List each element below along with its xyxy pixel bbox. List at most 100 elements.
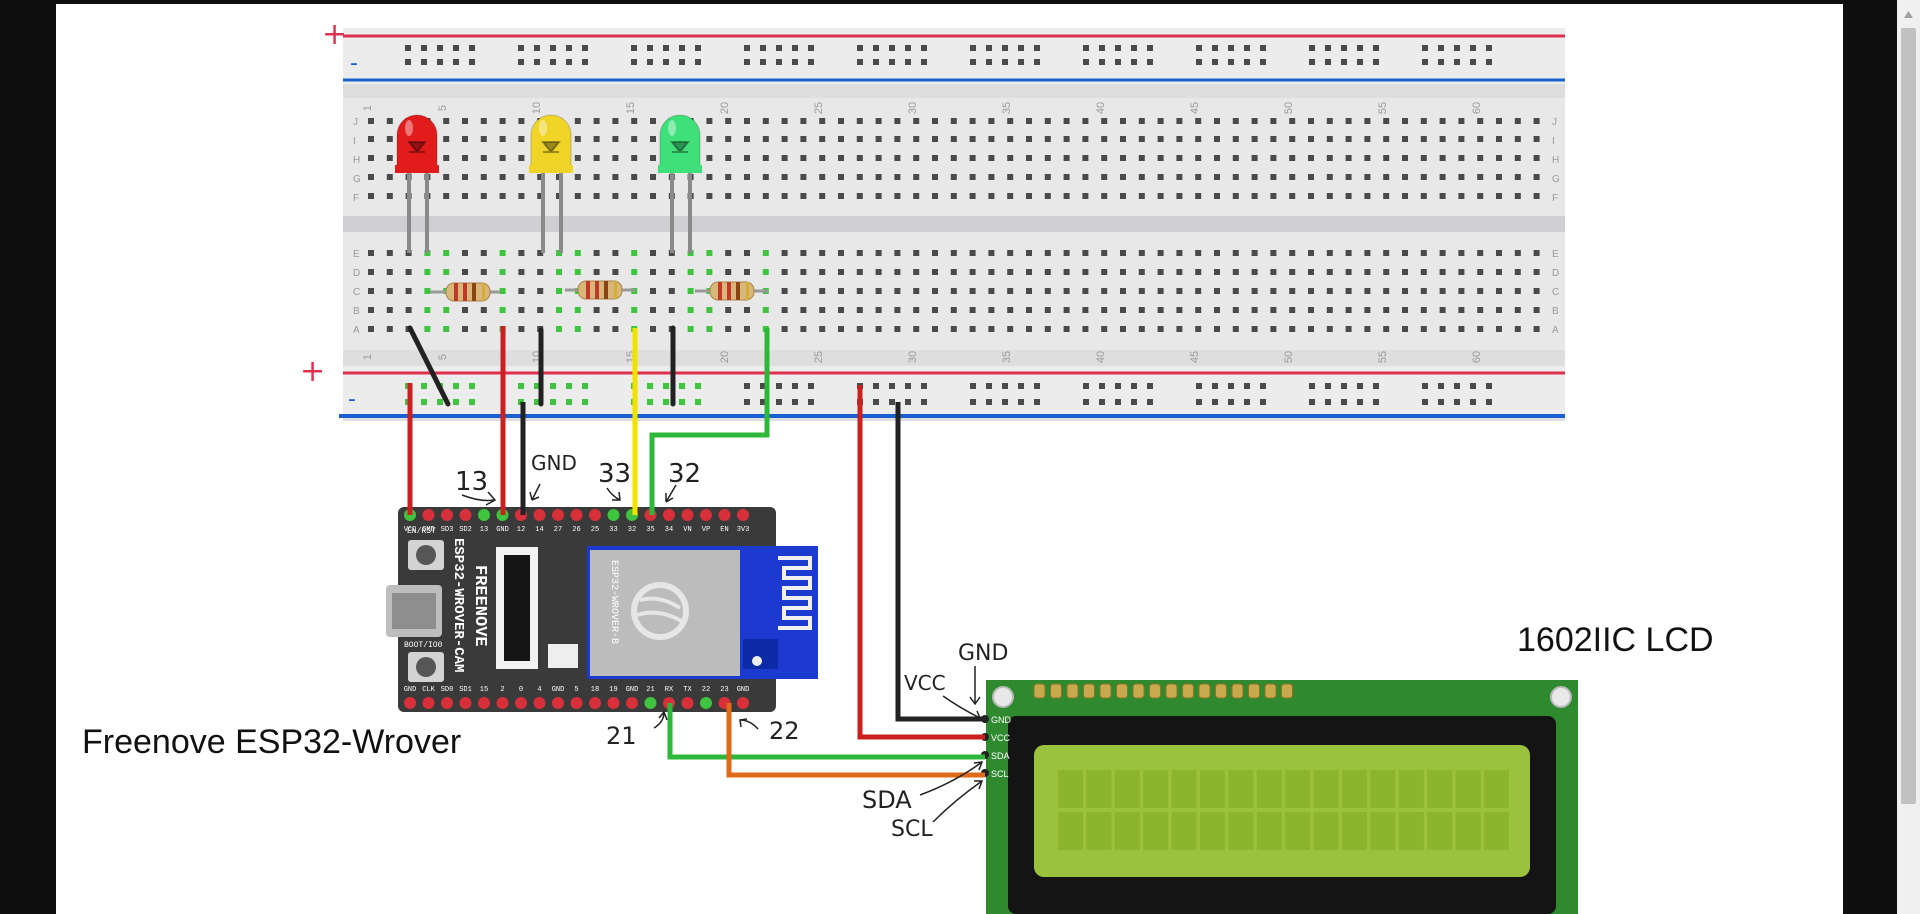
breadboard-hole — [687, 326, 694, 332]
breadboard-hole — [1195, 118, 1202, 124]
breadboard-hole — [462, 193, 468, 199]
breadboard-hole — [1345, 326, 1352, 332]
row-letter: J — [353, 117, 358, 128]
breadboard-hole — [574, 118, 581, 124]
esp32-pin-label: SD2 — [459, 526, 472, 534]
breadboard-hole — [386, 136, 393, 142]
power-rail-hole — [1486, 383, 1492, 389]
power-rail-hole — [1454, 45, 1460, 51]
column-number: 30 — [907, 102, 919, 114]
breadboard-hole — [1420, 136, 1427, 142]
breadboard-hole — [744, 136, 750, 142]
scroll-up-icon[interactable] — [1904, 11, 1913, 18]
breadboard-hole — [1063, 326, 1070, 332]
breadboard-hole — [1289, 269, 1296, 275]
breadboard-hole — [1270, 174, 1277, 180]
power-rail-hole — [1083, 399, 1089, 405]
breadboard-hole — [1138, 155, 1145, 161]
lcd-cell — [1171, 812, 1197, 850]
breadboard-hole — [1364, 155, 1371, 161]
row-letter: G — [1552, 174, 1560, 185]
esp32-pin-label: 32 — [628, 526, 636, 534]
breadboard-hole — [838, 193, 844, 199]
antenna-trace-icon — [778, 556, 812, 630]
breadboard-hole — [499, 174, 506, 180]
breadboard-hole — [1533, 307, 1540, 313]
breadboard-hole — [480, 250, 487, 256]
power-rail-hole — [518, 59, 524, 65]
power-rail-hole — [453, 45, 459, 51]
breadboard-hole — [1383, 269, 1390, 275]
mount-hole-icon — [992, 686, 1014, 708]
breadboard-hole — [1044, 326, 1051, 332]
breadboard-hole — [1214, 155, 1220, 161]
esp32-pin-label: 12 — [517, 526, 525, 534]
breadboard-hole — [800, 269, 807, 275]
breadboard-hole — [1195, 193, 1202, 199]
column-number: 45 — [1189, 351, 1201, 363]
breadboard-hole — [875, 288, 882, 294]
breadboard-hole — [650, 155, 656, 161]
power-rail-hole — [970, 383, 976, 389]
wire-green-pin32 — [649, 328, 770, 515]
breadboard-hole — [932, 174, 938, 180]
column-number: 10 — [531, 102, 543, 114]
power-rail-hole — [1228, 45, 1234, 51]
breadboard-hole — [443, 155, 450, 161]
breadboard-hole — [1082, 326, 1089, 332]
breadboard-hole — [612, 326, 619, 332]
breadboard-hole — [1157, 250, 1164, 256]
breadboard-hole — [1289, 250, 1296, 256]
breadboard-hole — [1044, 250, 1051, 256]
power-rail-hole — [1115, 399, 1121, 405]
breadboard-hole — [574, 155, 581, 161]
breadboard-hole — [1120, 326, 1126, 332]
wire-black-lcd-gnd — [895, 402, 985, 722]
breadboard-hole — [1082, 136, 1089, 142]
scrollbar-thumb[interactable] — [1901, 28, 1916, 804]
power-rail-hole — [1034, 45, 1040, 51]
breadboard-hole — [650, 250, 656, 256]
breadboard-hole — [443, 250, 450, 256]
breadboard-center-channel — [343, 216, 1565, 232]
power-rail-hole — [1212, 59, 1218, 65]
lcd-cell — [1370, 770, 1396, 808]
breadboard-hole — [650, 136, 656, 142]
breadboard-hole — [1477, 118, 1484, 124]
breadboard-hole — [800, 307, 807, 313]
breadboard-hole — [1101, 193, 1108, 199]
breadboard-hole — [1120, 288, 1126, 294]
breadboard-hole — [1514, 136, 1521, 142]
breadboard-hole — [1138, 118, 1145, 124]
breadboard-hole — [1251, 174, 1258, 180]
breadboard-hole — [443, 326, 450, 332]
power-rail-hole — [469, 399, 475, 405]
breadboard-hole — [1270, 155, 1277, 161]
breadboard-hole — [1420, 269, 1427, 275]
power-rail-hole — [550, 399, 556, 405]
breadboard-hole — [1026, 250, 1032, 256]
row-letter: B — [1552, 306, 1559, 317]
lcd-cell — [1398, 770, 1424, 808]
breadboard-hole — [1101, 155, 1108, 161]
power-rail-hole — [566, 383, 572, 389]
esp32-pin — [681, 509, 694, 521]
annotation-32: 32 — [668, 459, 701, 489]
breadboard-hole — [518, 155, 525, 161]
power-rail-hole — [663, 45, 669, 51]
breadboard-hole — [631, 118, 638, 124]
power-rail-hole — [1486, 59, 1492, 65]
breadboard-hole — [762, 118, 769, 124]
breadboard-hole — [1514, 326, 1521, 332]
power-rail-hole — [1325, 59, 1331, 65]
breadboard-hole — [368, 136, 374, 142]
breadboard-hole — [1232, 288, 1239, 294]
breadboard-hole — [1533, 155, 1540, 161]
arrow-icon — [932, 780, 984, 823]
annotation-vcc: VCC — [904, 671, 946, 695]
breadboard-hole — [480, 326, 487, 332]
breadboard-hole — [612, 269, 619, 275]
column-number: 20 — [719, 102, 731, 114]
breadboard-hole — [1402, 174, 1408, 180]
power-rail-hole — [808, 399, 814, 405]
